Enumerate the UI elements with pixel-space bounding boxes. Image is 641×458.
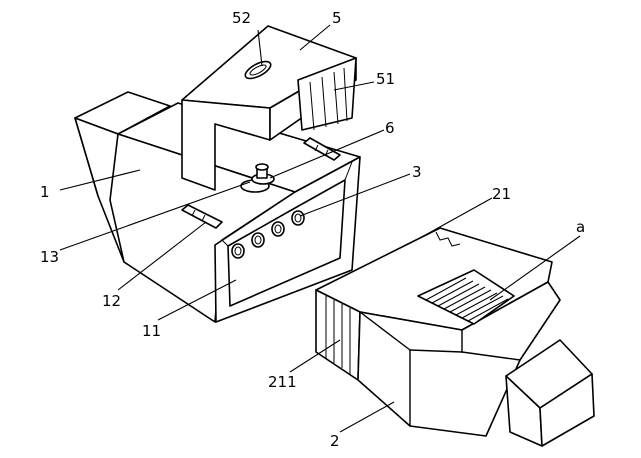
plug-part-2: [315, 227, 595, 447]
clip-bracket-5: [181, 25, 357, 191]
plug-end-block-side: [539, 373, 595, 447]
housing-opening-11: [227, 179, 346, 307]
grip-ridges-a: [417, 269, 515, 325]
knob-6: [240, 163, 275, 193]
label-3: 3: [412, 163, 422, 181]
slot-52: [244, 60, 272, 80]
label-12: 12: [102, 292, 121, 310]
label-13: 13: [40, 248, 59, 266]
label-5: 5: [332, 9, 342, 27]
slot-12: [181, 204, 223, 229]
label-21: 21: [492, 185, 511, 203]
label-211: 211: [268, 373, 297, 391]
label-a: a: [576, 218, 585, 236]
label-11: 11: [142, 322, 161, 340]
label-1: 1: [40, 183, 50, 201]
housing-part-1: [74, 91, 361, 323]
label-52: 52: [232, 9, 251, 27]
reference-labels: 1 52 5 51 6 3 13 12 11 21 a 211 2: [40, 9, 585, 450]
leader-lines: [59, 24, 581, 433]
holes-3: [231, 210, 305, 259]
label-51: 51: [376, 70, 395, 88]
label-2: 2: [330, 432, 340, 450]
label-6: 6: [385, 119, 395, 137]
